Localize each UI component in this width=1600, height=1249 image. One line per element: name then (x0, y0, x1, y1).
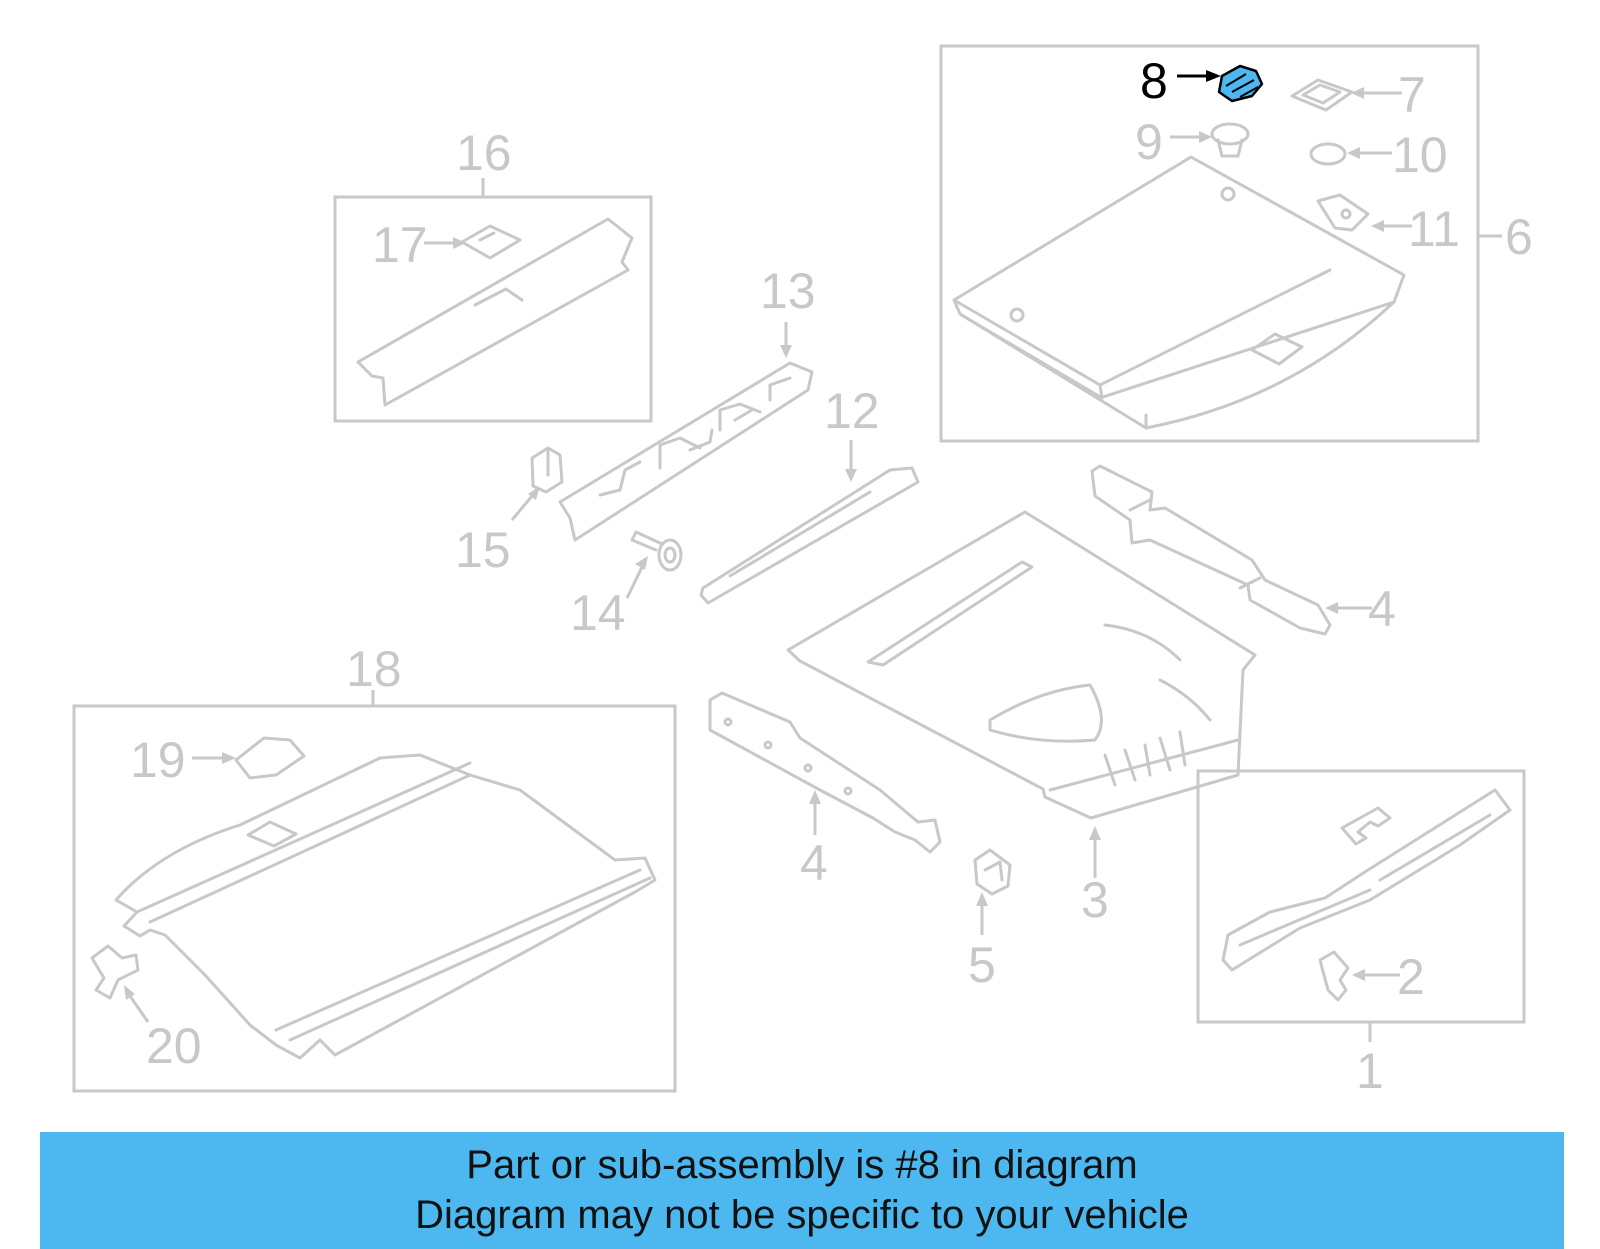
label-7: 7 (1398, 67, 1426, 123)
label-3: 3 (1081, 872, 1109, 928)
label-15: 15 (455, 522, 511, 578)
arrow-20 (124, 985, 135, 1000)
arrow-7 (1351, 87, 1364, 99)
part-10-ring (1309, 142, 1347, 166)
label-4a: 4 (1368, 581, 1396, 637)
label-20: 20 (146, 1018, 202, 1074)
arrow-9 (1199, 131, 1212, 143)
arrow-10 (1347, 147, 1360, 159)
arrow-17 (453, 237, 466, 249)
label-9: 9 (1135, 114, 1163, 170)
label-16: 16 (456, 125, 512, 181)
arrow-4a (1325, 602, 1338, 614)
part-17-clip (460, 224, 522, 260)
label-19: 19 (130, 732, 186, 788)
arrow-13 (780, 345, 792, 358)
part-1-clip (1340, 806, 1392, 846)
group-box-16 (333, 195, 653, 423)
part-20-hook (90, 944, 140, 1000)
part-1-sill-plate (1221, 788, 1512, 972)
part-7-pad (1290, 78, 1354, 112)
leader-15 (510, 495, 534, 521)
arrow-4b (809, 790, 821, 804)
part-4-right-bracket (1090, 464, 1332, 636)
group-box-1 (1196, 769, 1526, 1024)
part-2-clip (1318, 950, 1350, 1002)
part-8-detail (1225, 73, 1259, 98)
info-banner: Part or sub-assembly is #8 in diagram Di… (40, 1132, 1564, 1249)
banner-line-disclaimer: Diagram may not be specific to your vehi… (415, 1193, 1189, 1237)
arrow-19 (222, 752, 236, 764)
label-1: 1 (1356, 1043, 1384, 1099)
label-18: 18 (346, 641, 402, 697)
label-6: 6 (1505, 209, 1533, 265)
group-box-6 (939, 44, 1480, 443)
arrow-2 (1352, 969, 1365, 981)
leader-14 (625, 564, 645, 599)
arrow-12 (845, 469, 857, 482)
part-18-tonneau-cover (114, 753, 657, 1060)
label-12: 12 (824, 383, 880, 439)
banner-line-part-number: Part or sub-assembly is #8 in diagram (466, 1143, 1138, 1187)
arrow-5 (976, 892, 988, 906)
leader-20 (128, 995, 150, 1023)
part-14-bolt (630, 530, 683, 572)
part-5-clip (973, 848, 1012, 896)
part-4-left-bracket (708, 691, 942, 854)
part-3-floor-tub (786, 510, 1257, 820)
part-15-block (530, 446, 564, 494)
part-8-clip[interactable] (1217, 64, 1264, 103)
arrow-14 (635, 556, 648, 570)
arrow-15 (528, 486, 540, 500)
part-8-shape (1217, 64, 1264, 103)
arrow-3 (1089, 826, 1101, 840)
label-10: 10 (1392, 127, 1448, 183)
label-11: 11 (1408, 201, 1460, 257)
label-13: 13 (760, 263, 816, 319)
part-9-grommet (1210, 122, 1250, 158)
label-2: 2 (1397, 949, 1425, 1005)
label-14: 14 (570, 585, 626, 641)
part-13-rail (558, 361, 814, 542)
label-8: 8 (1140, 53, 1168, 109)
label-17: 17 (372, 217, 428, 273)
label-4b: 4 (800, 835, 828, 891)
part-19-cap (234, 736, 306, 780)
part-11-bracket (1316, 193, 1370, 232)
arrow-8 (1206, 70, 1221, 82)
part-6-floor-board (952, 155, 1406, 430)
part-12-rail (699, 466, 920, 605)
arrow-11 (1371, 220, 1384, 232)
label-5: 5 (968, 937, 996, 993)
part-16-trim (356, 217, 634, 407)
